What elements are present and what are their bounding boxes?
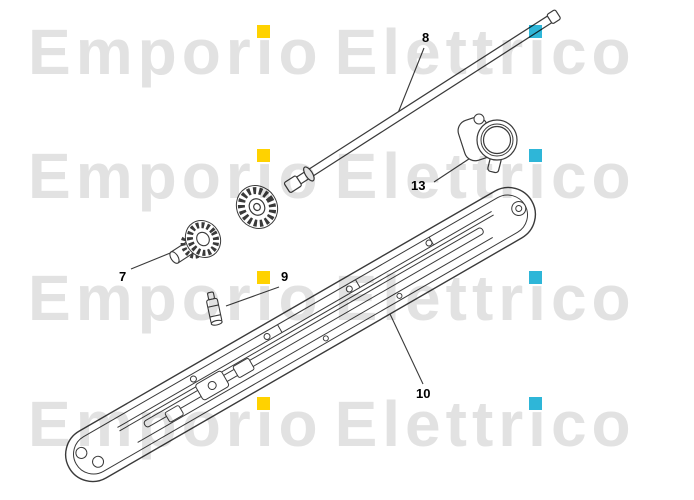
- part-label-8: 8: [422, 30, 430, 45]
- pin-part-9: [206, 291, 223, 326]
- housing-part-10: [64, 186, 537, 483]
- part-label-10: 10: [416, 386, 431, 401]
- part-label-7: 7: [119, 269, 127, 284]
- leader-line-9: [225, 286, 280, 307]
- leader-line-8: [395, 47, 425, 119]
- gear-part-7: [169, 220, 222, 264]
- shaft-part-8: [235, 9, 561, 229]
- part-label-13: 13: [411, 178, 426, 193]
- leader-line-10: [389, 313, 424, 385]
- flange-part-13: [457, 113, 518, 174]
- part-label-9: 9: [281, 269, 289, 284]
